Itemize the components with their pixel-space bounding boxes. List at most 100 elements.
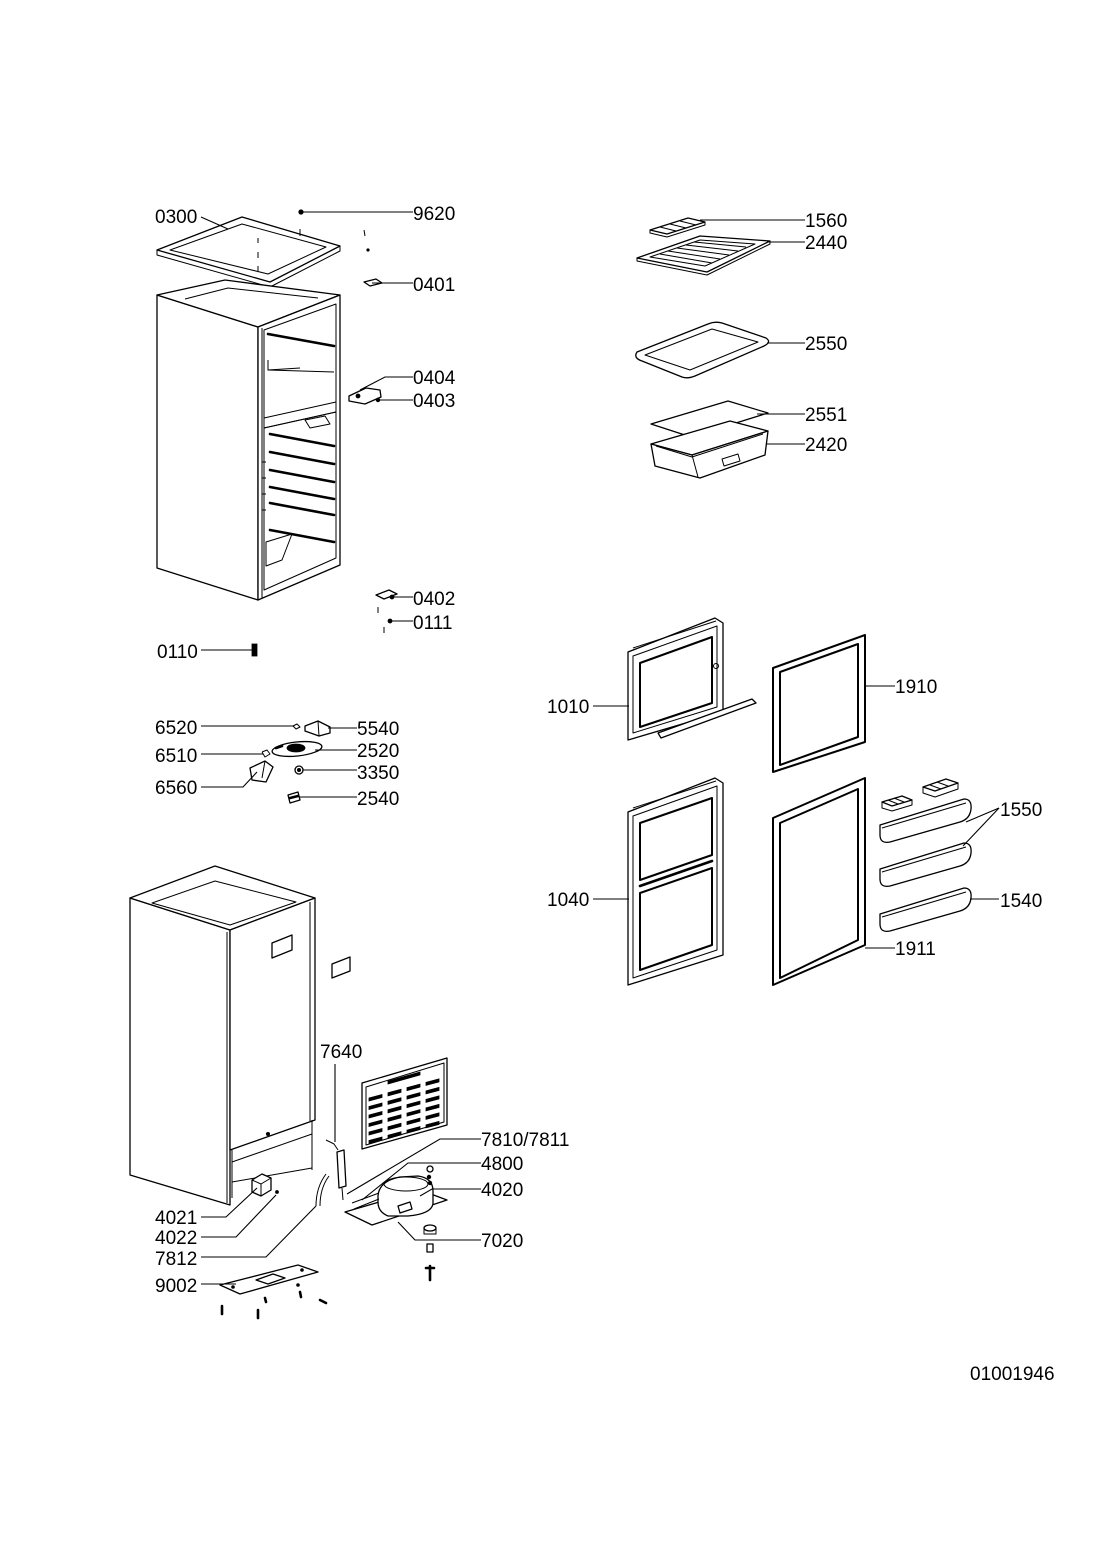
mounting-screw — [263, 1296, 268, 1304]
egg-holder-edge — [881, 800, 913, 812]
doors-assembly — [627, 617, 972, 986]
callout-glass-shelf: 2550 — [805, 334, 847, 355]
callout-suction-pipe: 7812 — [155, 1249, 197, 1270]
leader-line — [201, 1187, 258, 1218]
cabinet-top-recess — [151, 880, 297, 926]
middle-hinge — [348, 387, 382, 405]
callout-freezer-door: 1010 — [547, 697, 589, 718]
crisper-drawer-inner — [655, 433, 764, 458]
crisper-drawer-handle — [721, 453, 741, 467]
egg-holder-cell — [887, 799, 899, 805]
callout-start-relay: 4021 — [155, 1208, 197, 1229]
leader-line — [965, 807, 1000, 823]
freezer-door-lip — [632, 625, 718, 734]
condenser-grill-frame — [365, 1062, 445, 1146]
door-shelf-lip — [881, 846, 967, 873]
callout-grid-shelf: 2440 — [805, 233, 847, 254]
hinge-screw — [387, 618, 393, 624]
door-shelf — [879, 842, 972, 887]
cover-screw — [366, 248, 370, 252]
door-shelf-body — [879, 842, 972, 887]
crisper-cover — [265, 533, 293, 567]
bottle-shelf-body — [879, 887, 972, 932]
grid-wire — [667, 250, 721, 260]
callout-adjustable-foot: 0110 — [157, 642, 198, 663]
bottom-hinge — [375, 589, 398, 600]
refrigerator-cabinet-back — [129, 865, 351, 1206]
mounting-plate-opening — [255, 1273, 286, 1285]
callout-freezer-gasket: 1910 — [895, 677, 937, 698]
leader-lines-lighting — [201, 725, 357, 798]
leader-line — [346, 1138, 481, 1195]
cabinet-side-wall-back — [129, 897, 231, 1206]
freezer-door-panel — [639, 636, 713, 728]
fridge-shelf — [268, 501, 336, 517]
start-relay-edge — [251, 1177, 272, 1185]
callout-condenser: 7810/7811 — [481, 1130, 569, 1151]
fridge-shelf — [268, 468, 336, 484]
callout-crisper-drawer: 2420 — [805, 435, 847, 456]
process-pipe — [353, 1198, 380, 1210]
drier-filter — [336, 1149, 347, 1189]
grid-wire — [693, 241, 747, 248]
rubber-mount — [423, 1224, 437, 1232]
glass-shelf-inner — [644, 328, 759, 371]
egg-holder-edge — [922, 783, 959, 798]
lamp-holder-knob — [274, 744, 284, 750]
mounting-screw — [298, 1290, 303, 1299]
ice-cube-tray-edge — [649, 222, 706, 238]
drawing-number: 01001946 — [970, 1364, 1055, 1385]
leader-line — [201, 1194, 277, 1238]
relay-clip — [275, 1190, 279, 1194]
cabinet-side-wall — [156, 294, 259, 601]
door-shelf — [879, 798, 972, 843]
lamp-and-switch-parts — [249, 720, 331, 804]
rubber-mount-body — [423, 1228, 437, 1235]
freezer-shelf — [267, 369, 335, 373]
rating-label — [271, 934, 293, 959]
grommet — [426, 1165, 434, 1173]
leader-line — [201, 771, 258, 788]
ice-cube-tray-divider — [679, 220, 697, 226]
callout-light-bulb: 3350 — [357, 763, 399, 784]
top-cover-assembly — [156, 209, 370, 288]
callouts-doors: 1010 1910 1550 1040 1540 1911 — [547, 677, 1042, 960]
fridge-door-lower-panel — [639, 867, 713, 971]
fridge-door-lip — [632, 785, 718, 979]
freezer-grid-shelf-frame — [649, 239, 756, 267]
process-pipe — [351, 1192, 380, 1204]
callout-fridge-gasket: 1911 — [895, 939, 936, 960]
callout-small-screw: 6520 — [155, 718, 197, 739]
egg-holder — [881, 795, 913, 807]
callout-lamp-holder: 2520 — [357, 741, 399, 762]
cover-screw — [298, 209, 304, 215]
callout-grommet: 4800 — [481, 1154, 523, 1175]
fridge-shelf — [268, 485, 336, 501]
divider-panel — [263, 402, 337, 429]
ice-cube-tray-divider — [659, 226, 677, 232]
refrigeration-parts — [219, 1057, 448, 1320]
grid-wire — [659, 253, 713, 264]
callout-hinge-cover: 0401 — [413, 275, 455, 296]
leader-lines-cabinet-top — [200, 211, 413, 651]
callout-holder-screw: 6510 — [155, 746, 197, 767]
callout-hinge-screw: 0403 — [413, 391, 455, 412]
lamp-cover — [249, 760, 274, 783]
control-panel — [304, 415, 331, 429]
mounting-screw — [318, 1298, 328, 1305]
callout-rubber-mount: 7020 — [481, 1231, 523, 1252]
leader-line — [397, 1221, 481, 1241]
capillary-tube — [325, 1139, 339, 1151]
door-switch — [304, 720, 331, 737]
callouts-lighting: 6520 5540 6510 2520 3350 6560 2540 — [155, 718, 399, 810]
callout-mounting-plate: 9002 — [155, 1276, 197, 1297]
callout-middle-hinge: 0404 — [413, 368, 456, 389]
hinge-pin — [355, 393, 361, 399]
callout-relay-clip: 4022 — [155, 1228, 197, 1249]
condenser-top-slot — [387, 1071, 421, 1085]
leader-line — [962, 807, 1000, 847]
freezer-door-gasket-inner — [779, 643, 859, 766]
interior-parts — [635, 217, 771, 479]
ice-cube-tray-divider — [669, 223, 687, 229]
